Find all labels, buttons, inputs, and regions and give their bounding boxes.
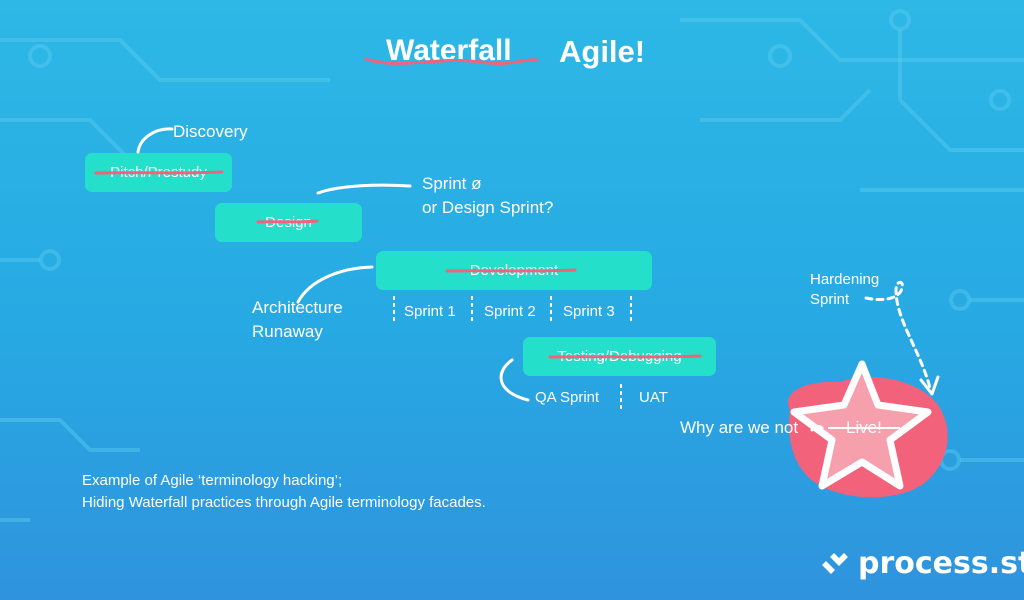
note-discovery: Discovery — [173, 122, 248, 141]
live-prefix-text: Why are we not — [680, 418, 799, 437]
sprint-item: Sprint 3 — [563, 303, 615, 320]
title-agile: Agile! — [559, 34, 646, 69]
phase-label: Design — [265, 214, 312, 231]
sprint-item: Sprint 2 — [484, 303, 536, 320]
qa-sprint-label: QA Sprint — [535, 389, 600, 406]
note-line: Architecture — [252, 298, 343, 317]
live-star-graphic — [788, 360, 948, 498]
phase-label: Pitch/Prestudy — [110, 164, 207, 181]
note-line: Hardening — [810, 271, 880, 288]
title-waterfall: Waterfall — [386, 34, 512, 67]
process-st-logo-icon — [822, 552, 848, 574]
phase-label: Development — [469, 262, 559, 279]
note-line: Runaway — [252, 322, 323, 341]
logo-text: process.st — [858, 546, 1024, 581]
phase-label: Testing/Debugging — [557, 348, 682, 365]
phase-box-testing-debugging: Testing/Debugging — [523, 337, 716, 376]
process-st-logo: process.st — [818, 546, 1024, 581]
phase-box-design: Design — [215, 203, 362, 242]
note-architecture-runaway: Architecture Runaway — [252, 296, 343, 344]
sprint-item: Sprint 1 — [404, 303, 456, 320]
caption: Example of Agile ‘terminology hacking’; … — [82, 470, 486, 514]
uat-label: UAT — [639, 389, 668, 406]
note-line: or Design Sprint? — [422, 198, 554, 217]
phase-box-pitch-prestudy: Pitch/Prestudy — [85, 153, 232, 192]
note-line: Sprint — [810, 291, 850, 308]
phase-box-development: Development — [376, 251, 652, 290]
caption-line: Hiding Waterfall practices through Agile… — [82, 494, 486, 511]
live-word: Live! — [846, 418, 882, 437]
star-icon — [790, 360, 932, 490]
note-hardening-sprint: Hardening Sprint — [810, 270, 879, 310]
note-sprint-zero: Sprint ø or Design Sprint? — [422, 172, 553, 220]
caption-line: Example of Agile ‘terminology hacking’; — [82, 472, 343, 489]
note-line: Sprint ø — [422, 174, 482, 193]
